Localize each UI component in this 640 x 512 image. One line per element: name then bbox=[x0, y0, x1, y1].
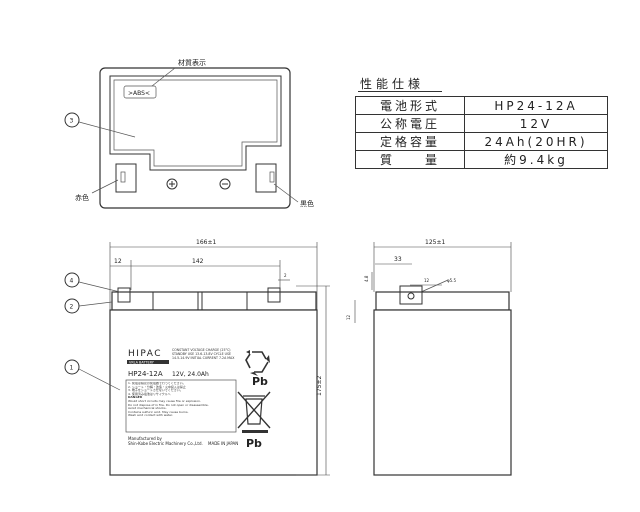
maker: Shin-Kobe Electric Machinery Co.,Ltd. bbox=[128, 441, 203, 446]
terminal-positive-slot bbox=[120, 171, 126, 183]
dim-depth: 125±1 bbox=[425, 239, 445, 246]
spec-value: 約9.4kg bbox=[464, 150, 608, 169]
ref-2-leader bbox=[78, 301, 113, 307]
label-brand-bar bbox=[127, 360, 169, 364]
ref-2: 2 bbox=[70, 304, 74, 311]
top-view: >ABS< 材質表示 3 赤色 黒色 bbox=[64, 58, 314, 209]
spec-value: HP24-12A bbox=[464, 96, 608, 115]
warning-line: 2. ショート・分解・改造・火中投入は禁止 bbox=[128, 384, 186, 389]
ref-circle-3 bbox=[64, 112, 80, 128]
recycle-icon bbox=[245, 350, 270, 376]
manufactured-by: Manufactured by bbox=[128, 436, 163, 441]
top-view-outline bbox=[99, 67, 291, 209]
front-view: 166±1 12 142 2 175±2 4 2 1 bbox=[64, 239, 330, 476]
label-warning-box bbox=[125, 379, 237, 433]
dim-12-side: 12 bbox=[424, 278, 430, 283]
plus-mark-icon bbox=[166, 178, 178, 190]
abs-mark: >ABS< bbox=[128, 90, 150, 97]
english-line: Contains sulfuric acid. May cause burns. bbox=[128, 409, 189, 414]
terminal-positive bbox=[115, 163, 137, 193]
black-leader bbox=[273, 183, 299, 203]
danger-label: DANGER bbox=[128, 395, 143, 400]
ref-4: 4 bbox=[70, 278, 74, 285]
product-label: HIPAC VRLA BATTERY CONSTANT VOLTAGE CHAR… bbox=[125, 348, 271, 450]
label-charge-notes: CONSTANT VOLTAGE CHARGE (25°C) STANDBY U… bbox=[172, 348, 235, 360]
label-charge-notes-box: CONSTANT VOLTAGE CHARGE (25°C) STANDBY U… bbox=[172, 348, 235, 360]
crossed-bin-icon bbox=[237, 391, 271, 433]
dim-12: 12 bbox=[114, 258, 122, 265]
abs-mark-frame bbox=[123, 85, 157, 99]
dim-2: 2 bbox=[284, 273, 287, 278]
pb-mark-2: Pb bbox=[246, 437, 262, 450]
minus-mark-icon bbox=[219, 178, 231, 190]
dim-width: 166±1 bbox=[196, 239, 216, 246]
dim-142: 142 bbox=[192, 258, 204, 265]
ref-1-leader bbox=[78, 368, 121, 391]
front-terminal-right bbox=[267, 287, 281, 303]
english-line: Wash acid contact with water. bbox=[128, 413, 173, 418]
material-label: 材質表示 bbox=[178, 58, 206, 67]
pb-mark-1: Pb bbox=[252, 375, 268, 388]
english-line: Do not dispose of in fire. Do not open o… bbox=[128, 402, 209, 407]
warning-line: 1. 充電は指定の充電器で行ってください。 bbox=[128, 382, 186, 385]
top-view-inner-outline bbox=[109, 75, 282, 171]
label-warning-text-box: 1. 充電は指定の充電器で行ってください。 2. ショート・分解・改造・火中投入… bbox=[128, 382, 209, 418]
terminal-negative bbox=[255, 163, 277, 193]
label-brand: HIPAC bbox=[128, 349, 162, 359]
terminal-negative-slot bbox=[269, 171, 275, 183]
dim-hole: φ5.5 bbox=[447, 278, 456, 283]
ref-1: 1 bbox=[70, 365, 74, 372]
label-rating: 12V, 24.0Ah bbox=[172, 371, 209, 378]
ref-4-leader bbox=[78, 281, 121, 293]
top-view-inner-outline-2 bbox=[113, 79, 278, 167]
material-leader bbox=[151, 67, 176, 87]
warning-line: 4. 使用済み電池はリサイクルへ bbox=[128, 391, 171, 396]
made-in: MADE IN JAPAN bbox=[208, 441, 238, 446]
dim-33: 33 bbox=[394, 256, 402, 263]
spec-table: 電池形式 HP24-12A 公称電圧 12V 定格容量 24Ah(20HR) 質… bbox=[355, 96, 608, 169]
dim-4-8: 4.8 bbox=[364, 275, 369, 282]
spec-title-underline bbox=[358, 91, 442, 92]
red-label: 赤色 bbox=[75, 193, 89, 202]
ref-3-leader bbox=[78, 121, 136, 138]
dim-12-vertical: 12 bbox=[346, 314, 351, 320]
ref-circle-4 bbox=[64, 272, 80, 288]
side-lid bbox=[375, 291, 510, 311]
spec-key: 公称電圧 bbox=[355, 114, 465, 133]
warning-line: 3. 端子をショートさせないでください。 bbox=[128, 388, 183, 393]
side-terminal bbox=[399, 285, 423, 305]
spec-row: 公称電圧 12V bbox=[355, 114, 608, 133]
english-line: Avoid mechanical shocks. bbox=[128, 406, 167, 411]
ref-circle-1 bbox=[64, 359, 80, 375]
terminal-hole-icon bbox=[407, 292, 415, 300]
side-body bbox=[373, 309, 512, 476]
spec-row: 電池形式 HP24-12A bbox=[355, 96, 608, 115]
side-view: 125±1 33 12 4.8 φ5.5 12 bbox=[346, 239, 512, 476]
front-terminal-left bbox=[117, 287, 131, 303]
dim-height: 175±2 bbox=[316, 376, 323, 396]
ref-3: 3 bbox=[70, 118, 74, 125]
black-label: 黒色 bbox=[300, 199, 314, 208]
label-model: HP24-12A bbox=[128, 370, 163, 378]
label-sub-brand: VRLA BATTERY bbox=[129, 360, 155, 364]
battery-body bbox=[109, 309, 318, 476]
spec-title: 性能仕様 bbox=[360, 77, 425, 91]
battery-lid bbox=[111, 291, 317, 311]
red-leader bbox=[91, 179, 119, 194]
english-line: Would short circuits may cause fire or e… bbox=[128, 398, 201, 403]
spec-row: 質 量 約9.4kg bbox=[355, 150, 608, 169]
spec-key: 電池形式 bbox=[355, 96, 465, 115]
